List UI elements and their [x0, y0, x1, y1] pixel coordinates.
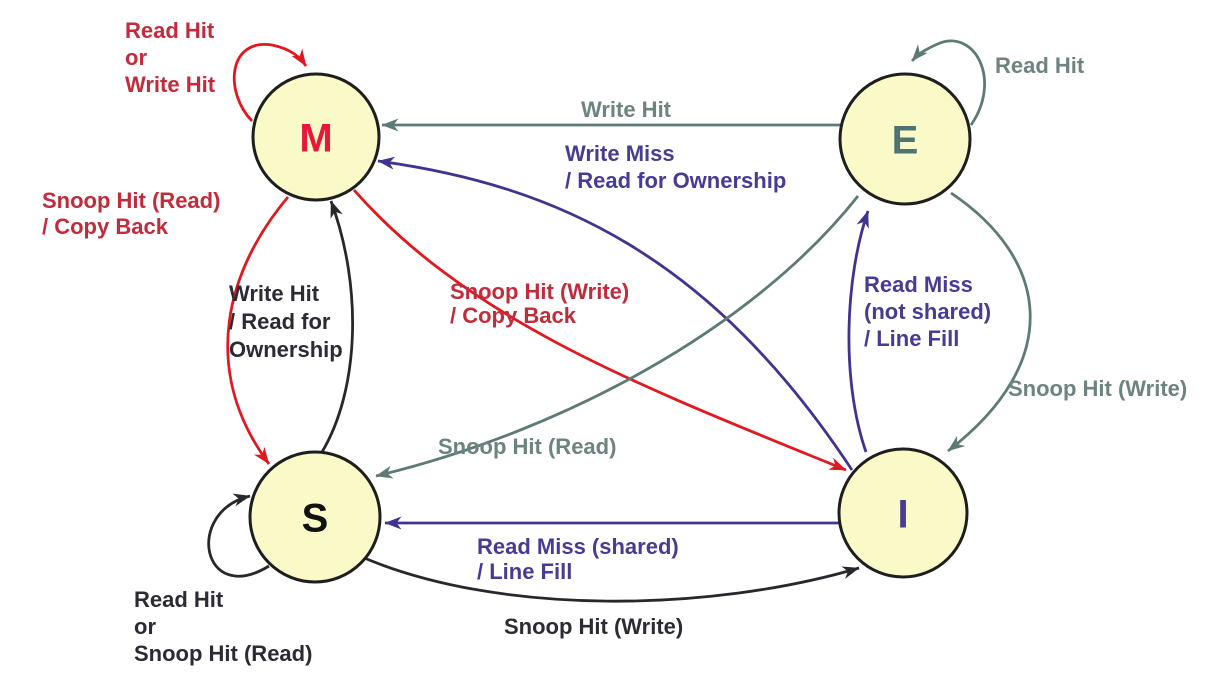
transition-label-i-m: Write Miss/ Read for Ownership	[565, 141, 786, 193]
transition-label-e-s: Snoop Hit (Read)	[438, 434, 616, 459]
transition-label-e-self: Read Hit	[995, 53, 1085, 78]
transition-label-m-i: Snoop Hit (Write)/ Copy Back	[450, 279, 629, 328]
transition-arrow-s-i	[361, 555, 860, 603]
transition-label-m-s: Snoop Hit (Read)/ Copy Back	[42, 188, 220, 239]
transition-arrow-m-s	[226, 196, 290, 465]
state-letter-M: M	[299, 116, 332, 160]
transition-label-i-e: Read Miss(not shared)/ Line Fill	[864, 272, 991, 351]
transition-arrow-m-i	[352, 189, 847, 472]
transition-arrow-s-m	[320, 200, 354, 453]
transition-label-e-i: Snoop Hit (Write)	[1008, 376, 1187, 401]
transition-label-i-s: Read Miss (shared)/ Line Fill	[477, 534, 679, 584]
transition-label-s-i: Snoop Hit (Write)	[504, 614, 683, 639]
transition-arrow-e-s	[375, 195, 860, 479]
state-node-I	[837, 447, 969, 579]
transition-arrow-m-self	[232, 43, 308, 122]
state-letter-S: S	[302, 496, 329, 540]
state-node-S	[248, 450, 382, 584]
transition-label-e-m: Write Hit	[581, 97, 672, 122]
transition-arrow-e-self	[910, 39, 986, 126]
state-node-M	[251, 72, 381, 202]
transition-arrow-s-self	[207, 493, 270, 578]
state-node-E	[838, 72, 972, 206]
transition-arrow-e-i	[947, 191, 1032, 453]
state-letter-E: E	[892, 118, 919, 162]
transition-arrow-i-m	[377, 156, 854, 471]
transition-arrow-i-e	[847, 210, 870, 453]
state-letter-I: I	[897, 492, 908, 536]
